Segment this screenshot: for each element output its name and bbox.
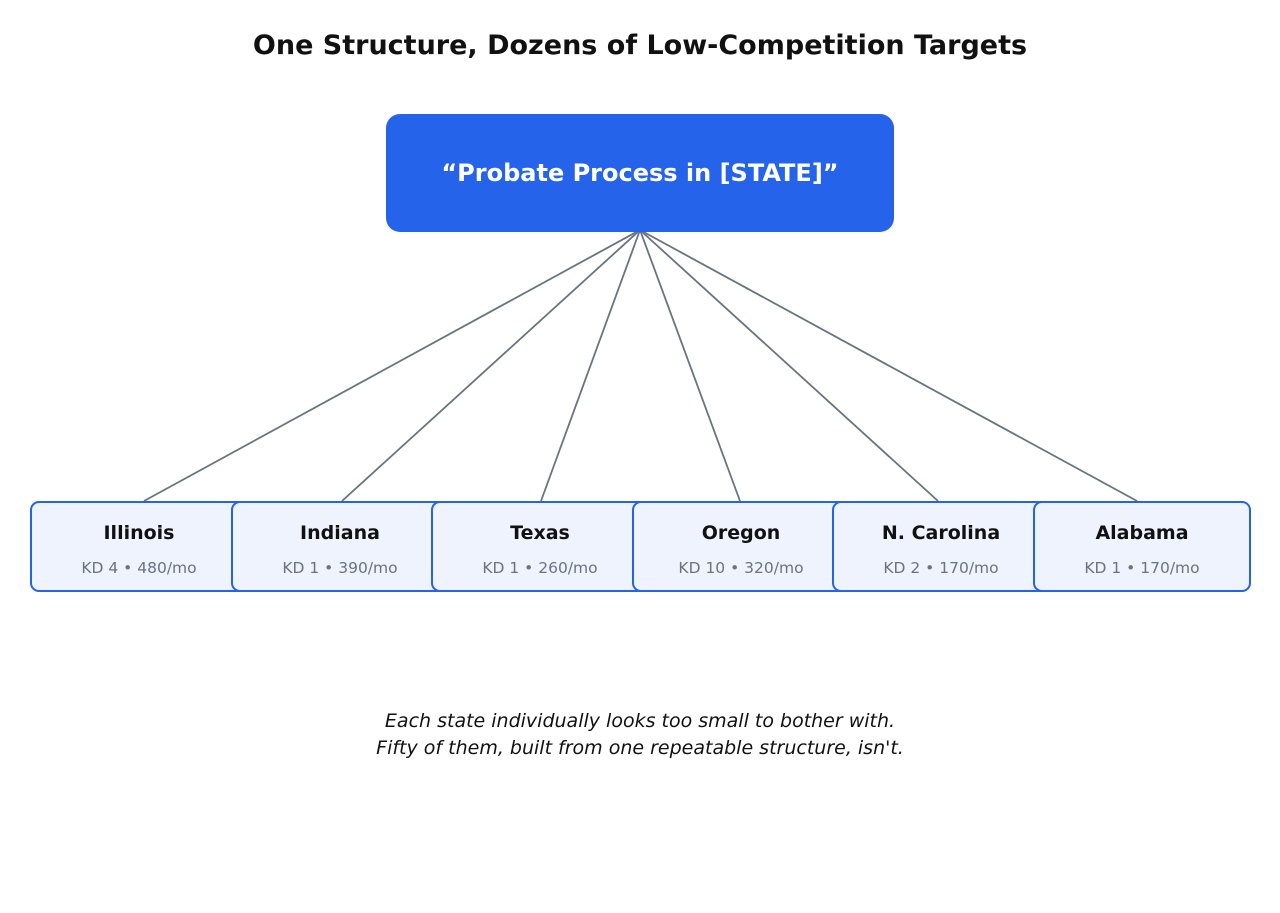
- root-node-label: “Probate Process in [STATE]”: [441, 159, 839, 187]
- state-node-stats: KD 1 • 170/mo: [1084, 559, 1200, 577]
- state-node-name: Texas: [510, 522, 570, 544]
- connector-line-indiana: [341, 229, 641, 502]
- state-node-illinois: Illinois KD 4 • 480/mo: [30, 501, 248, 592]
- root-node: “Probate Process in [STATE]”: [386, 114, 894, 232]
- state-node-stats: KD 4 • 480/mo: [81, 559, 197, 577]
- state-node-stats: KD 2 • 170/mo: [883, 559, 999, 577]
- connector-line-n-carolina: [639, 229, 939, 502]
- state-node-name: N. Carolina: [881, 522, 1001, 544]
- caption-line-2: Fifty of them, built from one repeatable…: [376, 736, 904, 759]
- caption-line-1: Each state individually looks too small …: [384, 710, 896, 732]
- state-node-stats: KD 10 • 320/mo: [678, 559, 804, 577]
- diagram-title: One Structure, Dozens of Low-Competition…: [252, 30, 1028, 61]
- state-node-name: Alabama: [1095, 522, 1189, 544]
- state-node-name: Illinois: [103, 522, 175, 544]
- state-node-oregon: Oregon KD 10 • 320/mo: [632, 501, 850, 592]
- connector-line-alabama: [639, 229, 1138, 502]
- connector-line-texas: [540, 229, 641, 502]
- diagram-caption: Each state individually looks too small …: [0, 708, 1280, 761]
- state-node-alabama: Alabama KD 1 • 170/mo: [1033, 501, 1251, 592]
- connector-line-illinois: [143, 229, 641, 502]
- state-node-indiana: Indiana KD 1 • 390/mo: [231, 501, 449, 592]
- state-node-name: Oregon: [701, 522, 781, 544]
- state-node-stats: KD 1 • 260/mo: [482, 559, 598, 577]
- state-node-name: Indiana: [300, 522, 380, 544]
- state-node-texas: Texas KD 1 • 260/mo: [431, 501, 649, 592]
- connector-line-oregon: [639, 229, 741, 502]
- state-node-n-carolina: N. Carolina KD 2 • 170/mo: [832, 501, 1050, 592]
- state-node-stats: KD 1 • 390/mo: [282, 559, 398, 577]
